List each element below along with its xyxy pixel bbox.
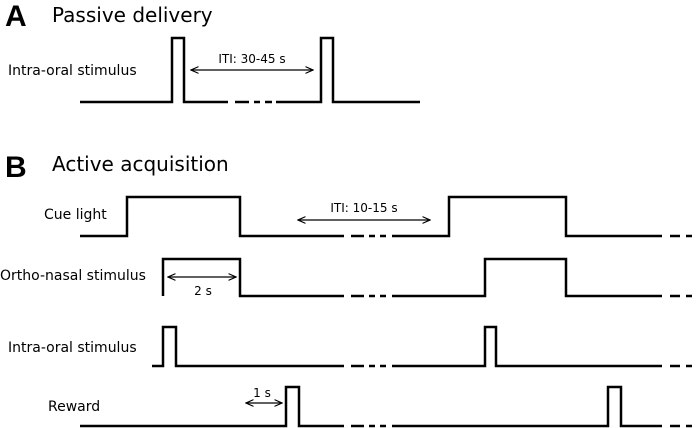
panel-b-title: Active acquisition bbox=[52, 152, 229, 176]
iti-label-a: ITI: 30-45 s bbox=[218, 52, 285, 66]
trace-a-intra-oral-part2 bbox=[276, 36, 420, 104]
trace-ortho-nasal-part1 bbox=[161, 257, 344, 298]
row-label-ortho-nasal: Ortho-nasal stimulus bbox=[0, 268, 146, 284]
trace-ortho-nasal-part2 bbox=[392, 257, 662, 298]
row-label-cue-light: Cue light bbox=[44, 207, 107, 223]
trace-cue-light-part2 bbox=[392, 195, 662, 238]
trace-a-intra-oral-part1 bbox=[80, 36, 228, 104]
trace-cue-light-part1 bbox=[80, 195, 344, 238]
panel-a-letter: A bbox=[5, 0, 27, 33]
trace-reward-part2 bbox=[392, 385, 662, 428]
two-second-label: 2 s bbox=[194, 284, 212, 298]
trace-reward-part1 bbox=[80, 385, 344, 428]
trace-b-intra-oral-part2 bbox=[392, 325, 662, 368]
trace-b-intra-oral-part1 bbox=[152, 325, 344, 368]
row-label-b-intra-oral: Intra-oral stimulus bbox=[8, 340, 137, 356]
panel-a-title: Passive delivery bbox=[52, 3, 213, 27]
row-label-reward: Reward bbox=[48, 399, 100, 415]
row-label-a-intra-oral: Intra-oral stimulus bbox=[8, 63, 137, 79]
panel-b-letter: B bbox=[5, 151, 27, 184]
iti-label-b: ITI: 10-15 s bbox=[330, 201, 397, 215]
one-second-label: 1 s bbox=[253, 386, 271, 400]
